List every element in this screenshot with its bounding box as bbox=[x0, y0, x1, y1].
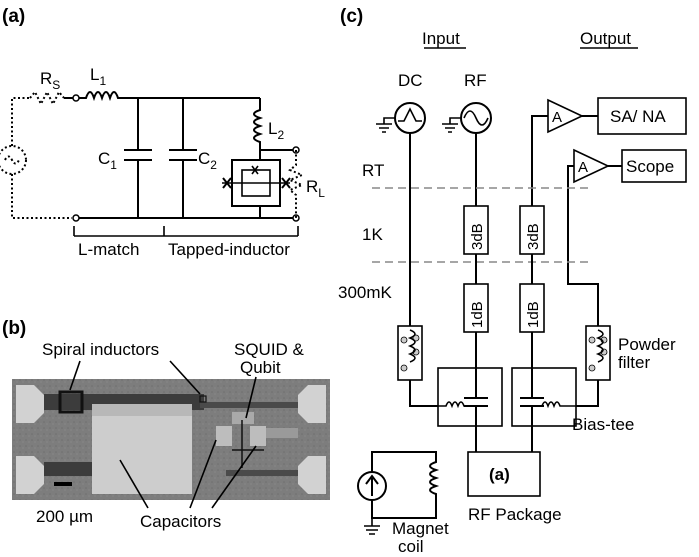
rl-label: RL bbox=[306, 177, 325, 200]
output-label: Output bbox=[580, 29, 631, 48]
rf-package-label: RF Package bbox=[468, 505, 562, 524]
1k-label: 1K bbox=[362, 225, 383, 244]
magnet-label-line1: Magnet bbox=[392, 519, 449, 538]
bias-tee-left bbox=[437, 367, 503, 452]
c2-label: C2 bbox=[198, 149, 217, 172]
svg-text:A: A bbox=[578, 159, 588, 176]
l1-label: L1 bbox=[90, 65, 106, 88]
terminal bbox=[72, 94, 80, 102]
capacitor-pointer bbox=[211, 445, 257, 509]
svg-text:A: A bbox=[552, 109, 562, 126]
dc-label: DC bbox=[398, 71, 423, 90]
capacitors-label: Capacitors bbox=[140, 512, 221, 531]
attenuator-3db-rf: 3dB bbox=[463, 205, 489, 284]
rf-package-box bbox=[467, 451, 541, 497]
svg-text:3dB: 3dB bbox=[525, 223, 542, 250]
l2-inductor bbox=[253, 98, 264, 150]
l-match-brace bbox=[73, 226, 165, 237]
capacitor-pointer bbox=[119, 459, 149, 509]
dc-source bbox=[376, 102, 446, 407]
powder-filter-right bbox=[566, 325, 611, 407]
scope-box bbox=[621, 149, 687, 183]
magnet-coil bbox=[357, 451, 440, 535]
panel-a-label: (a) bbox=[2, 6, 25, 27]
scale-label: 200 µm bbox=[36, 507, 93, 526]
rf-source bbox=[442, 102, 492, 206]
l1-inductor bbox=[79, 91, 260, 102]
squid-label-line1: SQUID & bbox=[234, 340, 305, 359]
terminal bbox=[72, 214, 80, 222]
l-match-label: L-match bbox=[78, 240, 139, 259]
capacitor-pointer bbox=[189, 439, 217, 509]
svg-text:3dB: 3dB bbox=[469, 223, 486, 250]
rl-resistor bbox=[287, 150, 305, 218]
amplifier-top: A bbox=[531, 98, 598, 206]
powder-label-line1: Powder bbox=[618, 335, 676, 354]
powder-filter-left bbox=[397, 325, 423, 381]
attenuator-3db-out: 3dB bbox=[519, 205, 545, 284]
rt-label: RT bbox=[362, 161, 384, 180]
attenuator-1db-out: 1dB bbox=[519, 283, 545, 392]
input-label: Input bbox=[422, 29, 460, 48]
spiral-pointer bbox=[169, 360, 201, 395]
amplifier-bottom: A bbox=[567, 148, 622, 326]
panel-a: (a) RS L1 C1 C bbox=[0, 6, 325, 259]
magnet-label-line2: coil bbox=[398, 537, 424, 556]
svg-text:1dB: 1dB bbox=[525, 301, 542, 328]
bias-tee-right bbox=[511, 367, 577, 452]
bias-tee-label: Bias-tee bbox=[572, 415, 634, 434]
tapped-label: Tapped-inductor bbox=[168, 240, 290, 259]
panel-b: (b) Spira bbox=[2, 318, 330, 531]
panel-c-label: (c) bbox=[340, 6, 363, 27]
chip-micrograph bbox=[12, 379, 330, 500]
l2-label: L2 bbox=[268, 119, 284, 142]
squid-pointer bbox=[245, 376, 257, 419]
c1-capacitor bbox=[124, 98, 152, 218]
tapped-brace bbox=[164, 226, 299, 237]
panel-b-label: (b) bbox=[2, 318, 26, 339]
spiral-label: Spiral inductors bbox=[42, 340, 159, 359]
panel-c: (c) Input Output DC RF A SA/ NA bbox=[338, 6, 687, 556]
squid-label-line2: Qubit bbox=[240, 358, 281, 377]
300mk-label: 300mK bbox=[338, 283, 393, 302]
ac-source bbox=[0, 97, 72, 219]
rs-label: RS bbox=[40, 69, 60, 92]
squid-symbol bbox=[222, 150, 291, 218]
svg-text:1dB: 1dB bbox=[469, 301, 486, 328]
c2-capacitor bbox=[169, 98, 197, 218]
spiral-pointer bbox=[69, 360, 81, 391]
powder-label-line2: filter bbox=[618, 353, 650, 372]
rs-resistor bbox=[29, 89, 78, 107]
terminal bbox=[292, 214, 300, 222]
rf-label: RF bbox=[464, 71, 487, 90]
scope-label: Scope bbox=[626, 157, 674, 176]
sa-na-label: SA/ NA bbox=[610, 107, 666, 126]
rf-package-ref: (a) bbox=[489, 465, 510, 484]
c1-label: C1 bbox=[98, 149, 117, 172]
sa-na-box bbox=[597, 97, 687, 135]
